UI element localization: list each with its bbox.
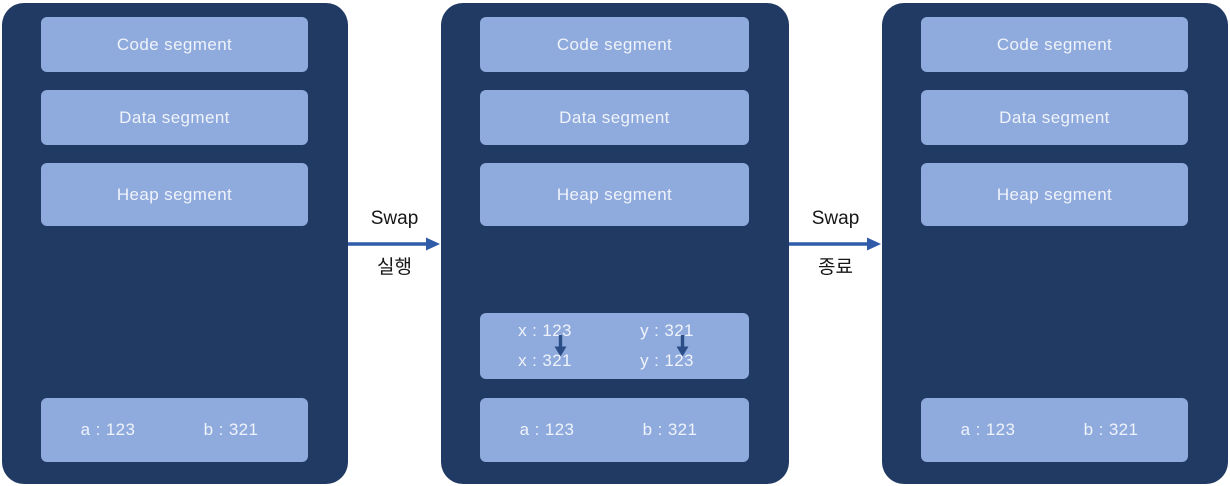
code-segment-label: Code segment	[116, 34, 233, 54]
stack-segment-box: a : 123 b : 321	[480, 398, 749, 462]
stack-segment-box: a : 123 b : 321	[41, 398, 308, 462]
data-segment-box: Data segment	[41, 90, 308, 145]
code-segment-box: Code segment	[41, 17, 308, 72]
heap-segment-box: Heap segment	[480, 163, 749, 226]
swap-var-x-before: x : 123	[518, 321, 572, 340]
panel-memory-during-swap: Code segment Data segment Heap segment x…	[441, 3, 789, 484]
code-segment-label: Code segment	[996, 34, 1113, 54]
data-segment-box: Data segment	[921, 90, 1188, 145]
code-segment-box: Code segment	[921, 17, 1188, 72]
panel-memory-before-swap: Code segment Data segment Heap segment a…	[2, 3, 348, 484]
down-arrow-icon	[554, 335, 567, 357]
connector-subtitle: 실행	[377, 257, 412, 278]
stack-var-a: a : 123	[960, 420, 1016, 439]
swap-var-x-after: x : 321	[518, 351, 572, 370]
swap-var-y-before: y : 321	[640, 321, 694, 340]
stack-var-b: b : 321	[642, 420, 698, 439]
stack-var-a: a : 123	[519, 420, 575, 439]
heap-segment-label: Heap segment	[116, 184, 233, 204]
heap-segment-box: Heap segment	[921, 163, 1188, 226]
panel-memory-after-swap: Code segment Data segment Heap segment a…	[882, 3, 1228, 484]
connector-swap-end: Swap 종료	[789, 205, 882, 285]
data-segment-label: Data segment	[559, 107, 670, 127]
connector-subtitle: 종료	[818, 257, 853, 278]
swap-var-y-after: y : 123	[640, 351, 694, 370]
swap-variables-box: x : 123 y : 321 x : 321 y : 123	[480, 313, 749, 379]
heap-segment-box: Heap segment	[41, 163, 308, 226]
stack-var-a: a : 123	[80, 420, 136, 439]
stack-var-b: b : 321	[203, 420, 259, 439]
heap-segment-label: Heap segment	[556, 184, 673, 204]
connector-title: Swap	[370, 208, 419, 229]
stack-var-b: b : 321	[1083, 420, 1139, 439]
data-segment-label: Data segment	[999, 107, 1110, 127]
heap-segment-label: Heap segment	[996, 184, 1113, 204]
right-arrow-icon	[789, 237, 881, 251]
connector-title: Swap	[811, 208, 860, 229]
stack-segment-box: a : 123 b : 321	[921, 398, 1188, 462]
code-segment-label: Code segment	[556, 34, 673, 54]
data-segment-label: Data segment	[119, 107, 230, 127]
down-arrow-icon	[676, 335, 689, 357]
data-segment-box: Data segment	[480, 90, 749, 145]
code-segment-box: Code segment	[480, 17, 749, 72]
connector-swap-start: Swap 실행	[348, 205, 441, 285]
right-arrow-icon	[348, 237, 440, 251]
